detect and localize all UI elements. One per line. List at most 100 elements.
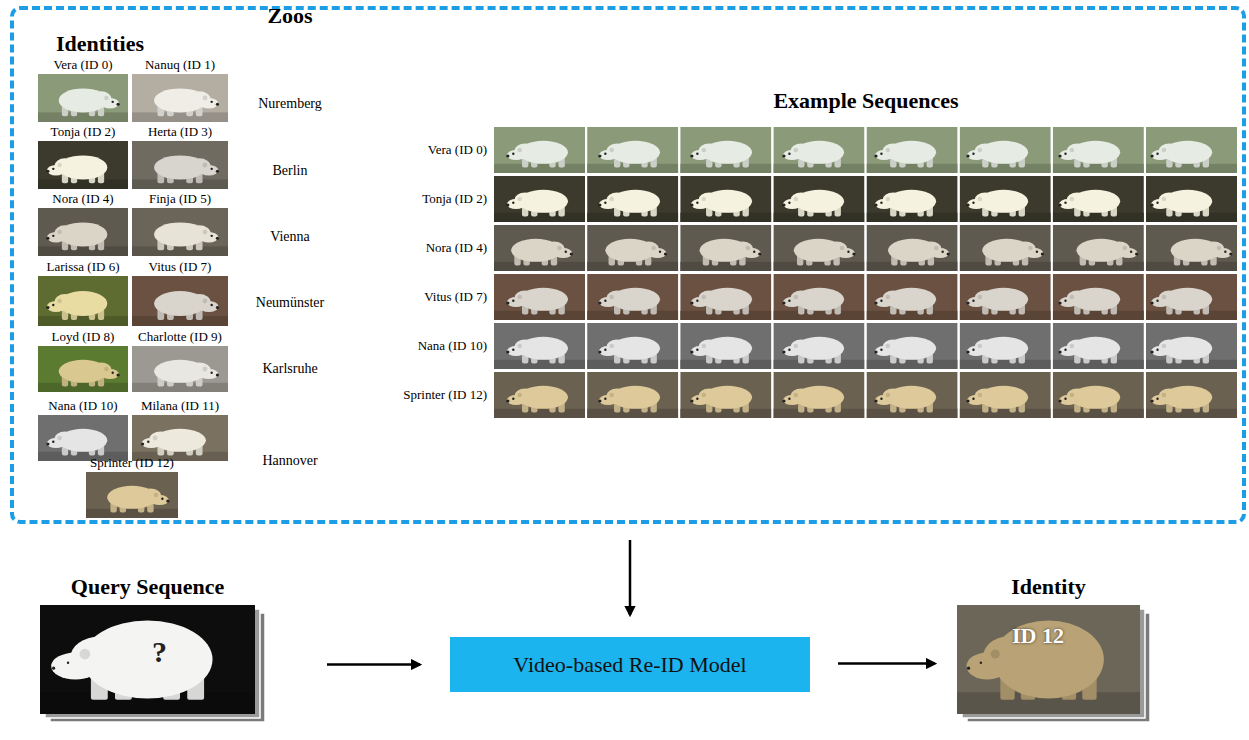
identity-thumbnail: Vitus (ID 7)	[132, 276, 228, 326]
bear-head	[691, 297, 709, 307]
photo-ground	[587, 213, 678, 222]
photo-background	[132, 141, 228, 189]
bear-ear	[794, 148, 799, 153]
photo-background	[40, 605, 255, 714]
bear-ear	[57, 436, 62, 441]
bear-head	[1059, 395, 1077, 405]
bear-ear	[1070, 393, 1075, 398]
bear-ear	[203, 163, 208, 168]
photo	[38, 74, 128, 122]
photo-background	[132, 346, 228, 392]
photo-ground	[773, 360, 864, 369]
photo-background	[773, 372, 864, 418]
photo-background	[960, 323, 1051, 369]
bear-nose	[216, 373, 219, 376]
photo-ground	[132, 316, 228, 326]
bear-eye	[1156, 201, 1158, 203]
bear-nose	[117, 373, 120, 376]
bear-ear	[609, 295, 614, 300]
bear-ear	[517, 393, 522, 398]
photo-ground	[680, 360, 771, 369]
bear-photo	[867, 372, 958, 418]
photo-background	[1053, 274, 1144, 320]
bear-head	[1213, 248, 1231, 258]
bear-photo	[957, 605, 1140, 714]
bear-eye	[696, 348, 698, 350]
bear-eye	[972, 348, 974, 350]
photo-ground	[867, 164, 958, 173]
bear-nose	[1058, 154, 1061, 157]
bear-head	[783, 150, 801, 160]
photo	[38, 346, 128, 392]
bear-ear	[886, 148, 891, 153]
bear-photo	[38, 74, 128, 122]
photo	[494, 127, 1237, 173]
bear-nose	[166, 499, 169, 502]
bear-photo	[132, 74, 228, 122]
bear-nose	[664, 252, 667, 255]
photo-ground	[680, 409, 771, 418]
photo-ground	[773, 311, 864, 320]
bear-nose	[46, 237, 49, 240]
photo-background	[773, 225, 864, 271]
bear-photo	[86, 472, 178, 518]
bear-eye	[1130, 250, 1132, 252]
photo-background	[587, 225, 678, 271]
bear-nose	[46, 306, 49, 309]
bear-head	[691, 395, 709, 405]
identity-name: Tonja (ID 2)	[51, 125, 116, 140]
photo-ground	[867, 409, 958, 418]
photo-background	[1146, 274, 1237, 320]
bear-eye	[880, 348, 882, 350]
photo-background	[132, 276, 228, 326]
bear-head	[507, 150, 525, 160]
bear-eye	[112, 371, 114, 373]
photo-ground	[38, 112, 128, 122]
identity-thumbnail: Vera (ID 0)	[38, 74, 128, 122]
bear-eye	[1064, 299, 1066, 301]
dataset-panel: IdentitiesZoosExample SequencesVera (ID …	[10, 6, 1246, 524]
bear-photo	[960, 323, 1051, 369]
bear-photo	[1146, 274, 1237, 320]
bear-nose	[506, 301, 509, 304]
bear-eye	[1064, 152, 1066, 154]
bear-ear	[794, 295, 799, 300]
photo-ground	[1053, 213, 1144, 222]
model-label: Video-based Re-ID Model	[513, 652, 746, 677]
bear-ear	[701, 197, 706, 202]
photo-ground	[960, 213, 1051, 222]
bear-head	[507, 395, 525, 405]
sequence-label: Nora (ID 4)	[426, 241, 487, 256]
bear-eye	[604, 348, 606, 350]
bear-nose	[782, 399, 785, 402]
photo-ground	[960, 262, 1051, 271]
bear-eye	[880, 152, 882, 154]
photo-ground	[680, 262, 771, 271]
photo	[957, 605, 1150, 722]
photo	[38, 276, 128, 326]
zoo-name: Berlin	[273, 163, 308, 179]
bear-nose	[216, 237, 219, 240]
sequence-label: Tonja (ID 2)	[422, 192, 487, 207]
bear-eye	[147, 440, 149, 442]
identity-name: Vera (ID 0)	[53, 58, 112, 73]
photo-background	[960, 372, 1051, 418]
photo-ground	[86, 509, 178, 518]
bear-nose	[506, 154, 509, 157]
identity-thumbnail: Sprinter (ID 12)	[86, 472, 178, 518]
bear-ear	[1028, 246, 1033, 251]
bear-photo	[1053, 127, 1144, 173]
bear-eye	[659, 250, 661, 252]
photo-background	[587, 323, 678, 369]
bear-ear	[701, 344, 706, 349]
bear-photo	[38, 346, 128, 392]
photo-ground	[587, 311, 678, 320]
bear-photo	[1053, 323, 1144, 369]
photo-background	[494, 127, 585, 173]
photo-background	[587, 372, 678, 418]
bear-nose	[1058, 399, 1061, 402]
zoo-name: Neumünster	[256, 295, 324, 311]
photo-background	[494, 176, 585, 222]
bear-ear	[517, 148, 522, 153]
bear-nose	[690, 301, 693, 304]
